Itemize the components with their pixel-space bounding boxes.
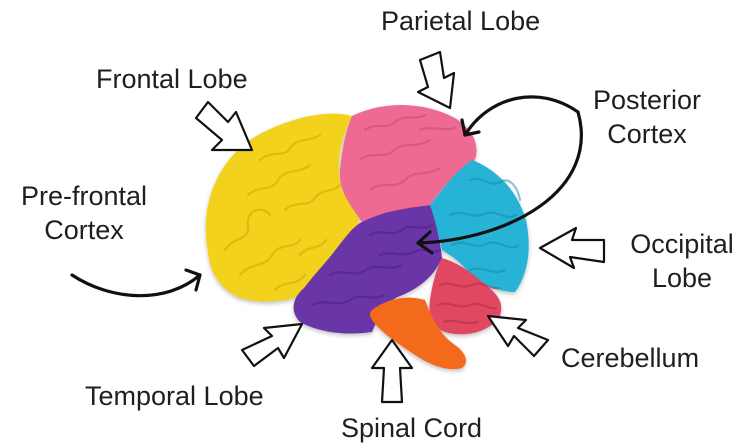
- spinal-arrow-icon: [372, 340, 412, 402]
- occipital-lobe-label: Occipital Lobe: [615, 228, 749, 296]
- occipital-arrow-icon: [540, 228, 604, 268]
- posterior-cortex-label: Posterior Cortex: [583, 84, 711, 152]
- parietal-lobe-label: Parietal Lobe: [381, 5, 540, 39]
- prefrontal-cortex-line1: Pre-frontal: [6, 180, 162, 214]
- posterior-cortex-line2: Cortex: [583, 118, 711, 152]
- temporal-arrow-icon: [242, 324, 302, 366]
- frontal-lobe-label: Frontal Lobe: [96, 63, 248, 97]
- prefrontal-curved-arrow: [72, 275, 200, 296]
- prefrontal-cortex-line2: Cortex: [6, 214, 162, 248]
- temporal-lobe-label: Temporal Lobe: [85, 380, 264, 414]
- parietal-arrow-icon: [418, 52, 454, 108]
- prefrontal-cortex-label: Pre-frontal Cortex: [6, 180, 162, 248]
- posterior-upper-curved-arrow: [465, 97, 578, 135]
- occipital-lobe-line1: Occipital: [615, 228, 749, 262]
- posterior-cortex-line1: Posterior: [583, 84, 711, 118]
- occipital-lobe-line2: Lobe: [615, 262, 749, 296]
- frontal-arrow-icon: [196, 102, 252, 150]
- cerebellum-arrow-icon: [488, 316, 548, 356]
- spinal-cord-label: Spinal Cord: [341, 412, 482, 446]
- cerebellum-label: Cerebellum: [561, 342, 699, 376]
